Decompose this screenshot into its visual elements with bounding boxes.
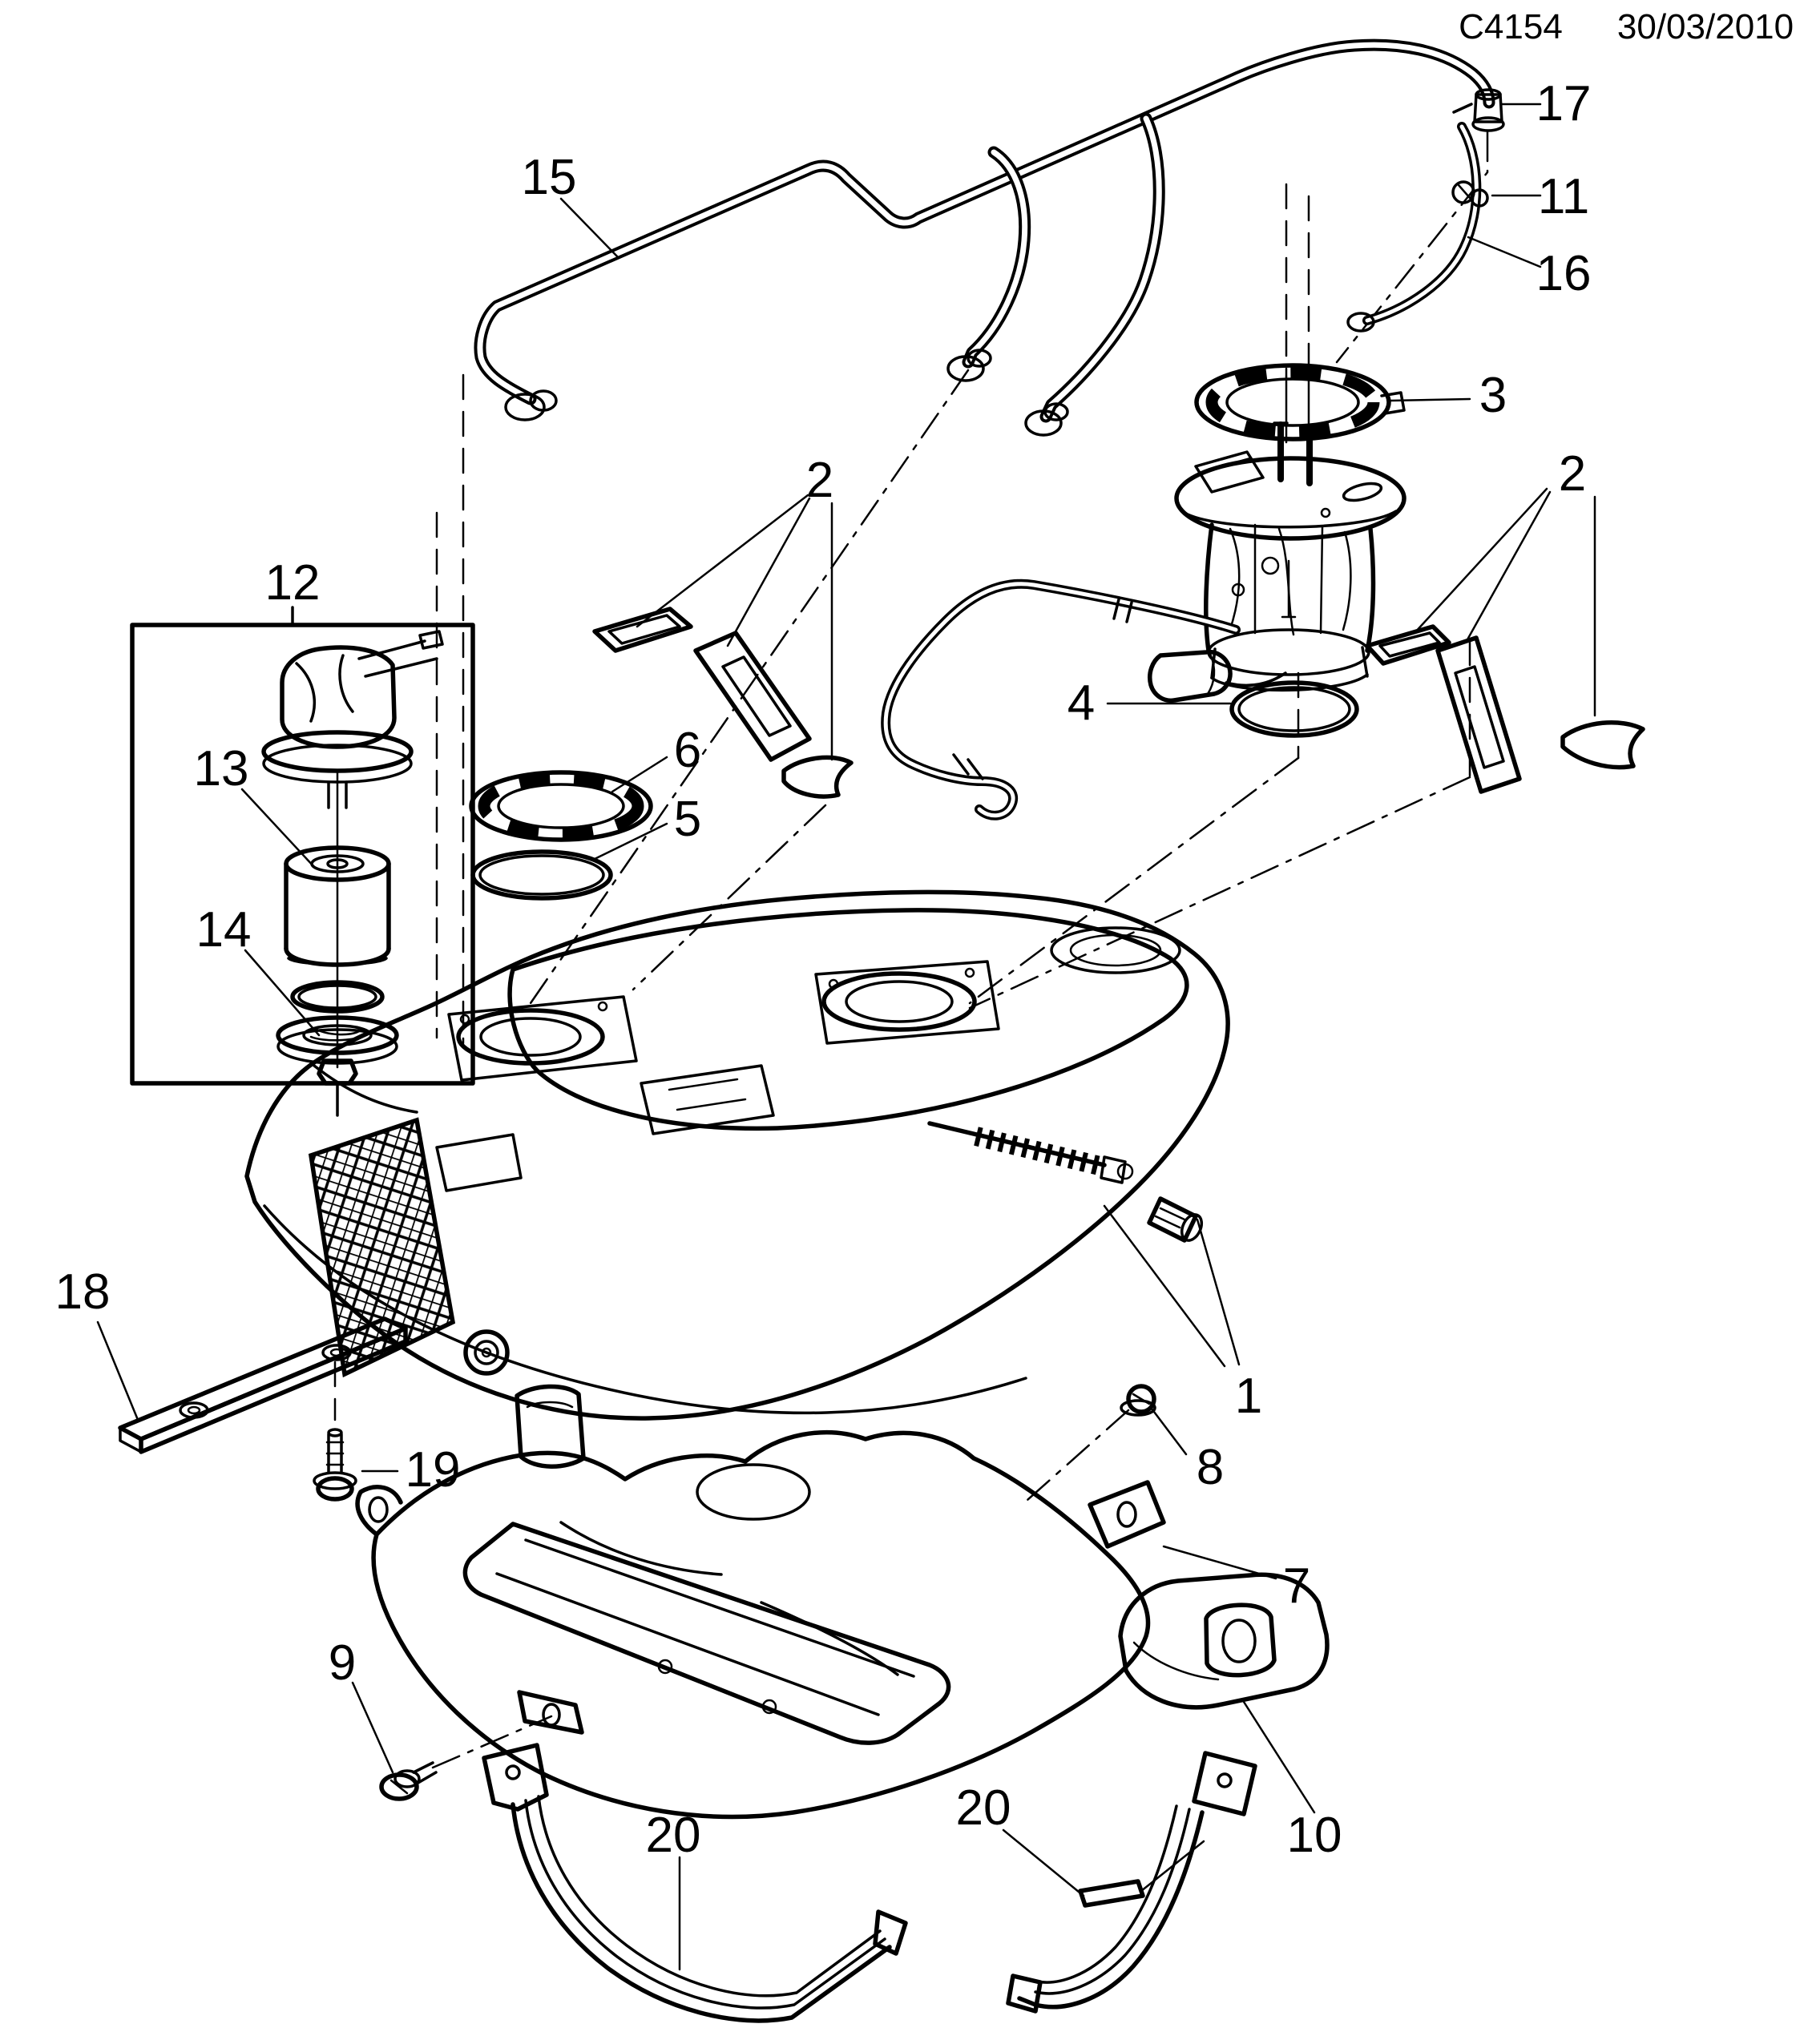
tank-drain-boss [463, 1329, 510, 1376]
filter-o-ring [290, 980, 385, 1014]
callout-1: 1 [1235, 1369, 1262, 1424]
drawing-date: 30/03/2010 [1617, 7, 1794, 46]
bolt-8 [1120, 1384, 1156, 1417]
pump-hose-loop [881, 579, 1241, 820]
callout-19: 19 [406, 1442, 461, 1498]
line-end-fitting-left [504, 389, 558, 421]
callout-3: 3 [1479, 368, 1507, 423]
tank-ribbed-hose [927, 1121, 1134, 1184]
valve-cover-10 [1118, 1572, 1330, 1710]
heat-patches-2-right [1365, 624, 1645, 794]
callout-labels: 17 11 16 15 3 2 2 12 4 6 5 13 14 18 19 1… [55, 76, 1592, 1863]
screw-9 [379, 1761, 438, 1801]
callout-5: 5 [674, 792, 701, 847]
seal-ring-4 [1229, 680, 1359, 738]
assembly-axis-lines [333, 131, 1489, 1769]
shield-right-bracket [1088, 1480, 1166, 1549]
shield-left-ear [355, 1485, 403, 1537]
fuel-pump-module [881, 421, 1406, 820]
callout-13: 13 [194, 741, 249, 796]
callout-11: 11 [1538, 169, 1589, 224]
callout-12: 12 [265, 555, 321, 611]
strap-20-right [1006, 1751, 1257, 2014]
lock-ring-6 [469, 770, 653, 842]
callout-17: 17 [1536, 76, 1592, 131]
pump-connector-block [1194, 450, 1265, 494]
fuel-tank-1 [244, 889, 1230, 1469]
tank-opening-left [447, 995, 638, 1082]
pump-internal-detail [1228, 523, 1352, 636]
callout-2-left: 2 [806, 453, 833, 508]
line-branch-fitting-b [1024, 402, 1069, 437]
fuel-line-15 [474, 38, 1505, 437]
callout-20-right: 20 [956, 1780, 1011, 1836]
heat-patches-2-left [592, 607, 854, 799]
strap-shim-clip [1078, 1879, 1145, 1908]
callout-8: 8 [1197, 1440, 1224, 1495]
line-branch-fitting-a [946, 349, 992, 382]
shield-channel [462, 1522, 951, 1745]
screw-19 [313, 1428, 357, 1502]
retaining-bar-18 [118, 1316, 408, 1454]
strap-20-left [482, 1743, 908, 2023]
float-assembly [1148, 649, 1287, 704]
filter-head-cap [261, 630, 444, 809]
callout-2-right: 2 [1559, 446, 1586, 502]
strap-anchor-plates [435, 1064, 775, 1192]
under-shield-7 [355, 1429, 1166, 1820]
quick-connector-17 [1471, 88, 1505, 132]
callout-9: 9 [329, 1635, 356, 1691]
drawing-code: C4154 [1459, 7, 1563, 46]
filter-bottom-cap-14 [276, 1015, 399, 1117]
callout-4: 4 [1067, 675, 1095, 731]
callout-16: 16 [1536, 246, 1592, 301]
shield-bottom-ear [517, 1690, 584, 1735]
callout-7: 7 [1283, 1558, 1310, 1614]
callout-6: 6 [674, 723, 701, 778]
vent-hose-16 [1346, 103, 1482, 333]
callout-15: 15 [522, 150, 577, 205]
seal-ring-5 [470, 849, 613, 901]
filter-kit-box-12 [130, 606, 475, 1117]
filter-cartridge-13 [284, 845, 391, 967]
callout-18: 18 [55, 1264, 111, 1320]
tank-opening-right [814, 960, 1000, 1045]
clip-11 [1451, 180, 1489, 208]
title-block: C4154 30/03/2010 [1459, 7, 1794, 46]
callout-10: 10 [1287, 1808, 1342, 1863]
callout-14: 14 [196, 902, 252, 957]
callout-leader-lines [96, 103, 1596, 1971]
lock-ring-3 [1194, 363, 1406, 441]
callout-20-left: 20 [646, 1808, 701, 1863]
tank-mesh-shield [308, 1117, 456, 1378]
